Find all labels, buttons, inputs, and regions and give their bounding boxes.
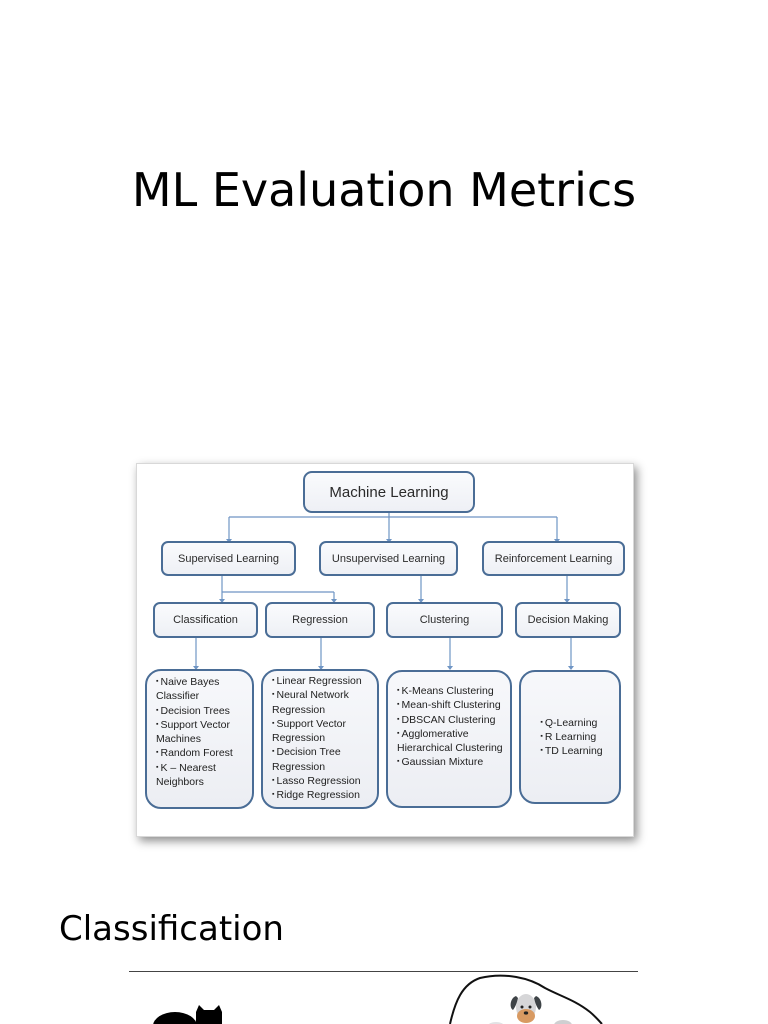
bullet-icon: ▪ (540, 747, 543, 755)
node-label: Regression (292, 614, 348, 626)
bullet-icon: ▪ (156, 706, 159, 714)
bullet-icon: ▪ (397, 715, 400, 723)
bullet-icon: ▪ (156, 763, 159, 771)
list-item: ▪R Learning (540, 730, 597, 743)
list-item: ▪TD Learning (540, 745, 603, 758)
list-item: ▪Q-Learning (540, 716, 598, 729)
ml-taxonomy-diagram: Machine Learning Supervised Learning Uns… (136, 463, 634, 837)
list-item: ▪Mean-shift Clustering (397, 699, 501, 712)
bullet-icon: ▪ (397, 687, 400, 694)
list-item: ▪Agglomerative Hierarchical Clustering (397, 727, 503, 755)
node-label: Decision Making (527, 614, 609, 626)
node-label: Machine Learning (329, 483, 449, 501)
node-clustering: Clustering (386, 602, 503, 638)
bullet-icon: ▪ (272, 777, 275, 785)
list-item: ▪DBSCAN Clustering (397, 713, 496, 726)
bullet-icon: ▪ (397, 701, 400, 709)
list-item: ▪Random Forest (156, 747, 233, 760)
leaf-classification-algorithms: ▪Naive Bayes Classifier ▪Decision Trees … (145, 669, 254, 809)
node-decision-making: Decision Making (515, 602, 621, 638)
leaf-decision-making-algorithms: ▪Q-Learning ▪R Learning ▪TD Learning (519, 670, 621, 804)
list-item: ▪Ridge Regression (272, 789, 360, 802)
list-item: ▪Decision Tree Regression (272, 746, 341, 773)
page-title: ML Evaluation Metrics (131, 163, 637, 217)
section-divider (129, 971, 638, 972)
node-supervised-learning: Supervised Learning (161, 541, 296, 576)
list-item: ▪Lasso Regression (272, 775, 361, 788)
cluster-boundary (449, 974, 603, 1024)
node-regression: Regression (265, 602, 375, 638)
bullet-icon: ▪ (272, 691, 275, 699)
list-item: ▪Support Vector Machines (156, 718, 230, 746)
node-classification: Classification (153, 602, 258, 638)
list-item: ▪Naive Bayes Classifier (156, 676, 220, 703)
list-item: ▪K – Nearest Neighbors (156, 761, 216, 789)
bullet-icon: ▪ (272, 791, 275, 799)
dog-face-icon (510, 994, 542, 1023)
bullet-icon: ▪ (156, 720, 159, 728)
node-label: Reinforcement Learning (494, 552, 613, 565)
list-item: ▪K-Means Clustering (397, 685, 494, 697)
list-item: ▪Support Vector Regression (272, 717, 346, 745)
node-label: Unsupervised Learning (331, 552, 446, 565)
list-item: ▪Neural Network Regression (272, 689, 349, 716)
bullet-icon: ▪ (397, 729, 400, 737)
node-label: Clustering (419, 614, 470, 626)
cat-silhouette-icon (153, 1005, 222, 1024)
list-item: ▪Linear Regression (272, 675, 362, 687)
bullet-icon: ▪ (156, 678, 159, 685)
classification-illustration (153, 974, 603, 1024)
leaf-regression-algorithms: ▪Linear Regression ▪Neural Network Regre… (261, 669, 379, 809)
bullet-icon: ▪ (272, 677, 275, 684)
section-heading-classification: Classification (59, 909, 284, 949)
bullet-icon: ▪ (156, 749, 159, 757)
list-item: ▪Decision Trees (156, 704, 230, 717)
node-reinforcement-learning: Reinforcement Learning (482, 541, 625, 576)
bullet-icon: ▪ (397, 758, 400, 766)
diagram-connectors (193, 512, 574, 670)
bullet-icon: ▪ (272, 748, 275, 756)
node-label: Classification (173, 614, 238, 626)
list-item: ▪Gaussian Mixture (397, 756, 484, 769)
node-machine-learning: Machine Learning (303, 471, 475, 513)
leaf-clustering-algorithms: ▪K-Means Clustering ▪Mean-shift Clusteri… (386, 670, 512, 808)
bullet-icon: ▪ (272, 719, 275, 727)
bullet-icon: ▪ (540, 718, 543, 726)
dog-face-icon (554, 1020, 572, 1024)
bullet-icon: ▪ (540, 732, 543, 740)
node-label: Supervised Learning (178, 552, 279, 565)
node-unsupervised-learning: Unsupervised Learning (319, 541, 458, 576)
